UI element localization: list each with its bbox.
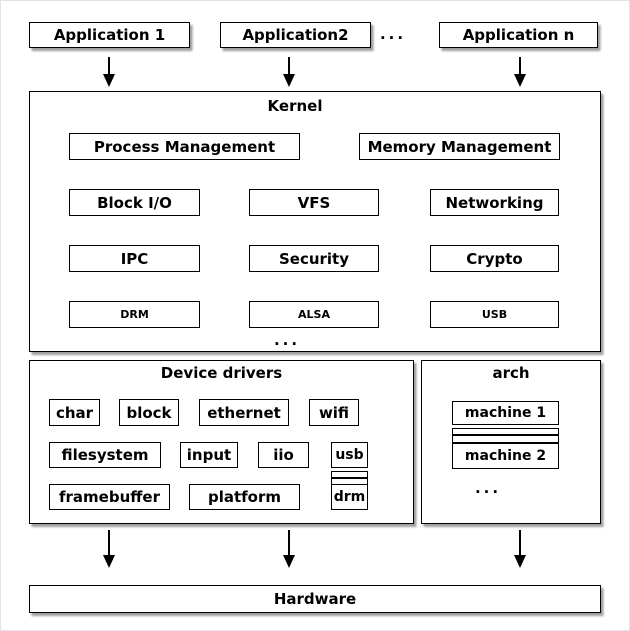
drm-subsystem-label: DRM bbox=[120, 308, 149, 321]
application-1-label: Application 1 bbox=[53, 26, 166, 44]
driver-stack-slat bbox=[331, 471, 368, 478]
arrow-stem bbox=[519, 57, 521, 74]
char-driver-label: char bbox=[55, 403, 94, 422]
arrow-stem bbox=[108, 57, 110, 74]
alsa-label: ALSA bbox=[298, 308, 330, 321]
drm-driver-box: drm bbox=[331, 484, 368, 510]
arch-ellipsis: ... bbox=[474, 479, 502, 497]
arrow-head-icon bbox=[103, 555, 115, 568]
usb-driver-box: usb bbox=[331, 442, 368, 468]
application-2-box: Application2 bbox=[220, 22, 371, 48]
ethernet-driver-label: ethernet bbox=[207, 403, 281, 422]
machine-1-label: machine 1 bbox=[464, 405, 547, 421]
filesystem-driver-box: filesystem bbox=[49, 442, 161, 468]
arrow-stem bbox=[288, 57, 290, 74]
machine-stack-slat bbox=[452, 435, 559, 443]
application-n-label: Application n bbox=[462, 26, 575, 44]
wifi-driver-box: wifi bbox=[309, 399, 359, 426]
security-box: Security bbox=[249, 245, 379, 272]
crypto-label: Crypto bbox=[466, 249, 523, 268]
usb-subsystem-box: USB bbox=[430, 301, 559, 328]
platform-driver-label: platform bbox=[207, 488, 282, 506]
kernel-title: Kernel bbox=[267, 97, 323, 115]
block-driver-label: block bbox=[126, 403, 172, 422]
drm-subsystem-box: DRM bbox=[69, 301, 200, 328]
security-label: Security bbox=[278, 249, 350, 268]
block-io-label: Block I/O bbox=[97, 193, 172, 212]
application-2-label: Application2 bbox=[242, 26, 349, 44]
arrow-head-icon bbox=[514, 555, 526, 568]
arrow-head-icon bbox=[283, 74, 295, 87]
networking-box: Networking bbox=[430, 189, 559, 216]
application-1-box: Application 1 bbox=[29, 22, 190, 48]
process-management-box: Process Management bbox=[69, 133, 300, 160]
networking-label: Networking bbox=[445, 193, 544, 212]
device-drivers-title: Device drivers bbox=[160, 364, 283, 382]
input-driver-box: input bbox=[180, 442, 238, 468]
memory-management-box: Memory Management bbox=[359, 133, 560, 160]
ipc-label: IPC bbox=[120, 249, 149, 268]
arrow-head-icon bbox=[103, 74, 115, 87]
kernel-ellipsis: ... bbox=[273, 331, 301, 349]
machine-1-box: machine 1 bbox=[452, 401, 559, 425]
hardware-label: Hardware bbox=[273, 590, 357, 608]
machine-stack-slat bbox=[452, 428, 559, 435]
usb-driver-label: usb bbox=[335, 447, 364, 463]
arrow-stem bbox=[519, 530, 521, 555]
hardware-box: Hardware bbox=[29, 585, 601, 613]
application-n-box: Application n bbox=[439, 22, 598, 48]
arrow-head-icon bbox=[514, 74, 526, 87]
char-driver-box: char bbox=[49, 399, 100, 426]
iio-driver-box: iio bbox=[258, 442, 309, 468]
platform-driver-box: platform bbox=[189, 484, 300, 510]
block-driver-box: block bbox=[119, 399, 179, 426]
applications-ellipsis: ... bbox=[379, 25, 407, 43]
vfs-box: VFS bbox=[249, 189, 379, 216]
crypto-box: Crypto bbox=[430, 245, 559, 272]
block-io-box: Block I/O bbox=[69, 189, 200, 216]
arrow-stem bbox=[288, 530, 290, 555]
ethernet-driver-box: ethernet bbox=[199, 399, 289, 426]
machine-2-box: machine 2 bbox=[452, 443, 559, 469]
ipc-box: IPC bbox=[69, 245, 200, 272]
machine-2-label: machine 2 bbox=[464, 448, 547, 464]
framebuffer-driver-box: framebuffer bbox=[49, 484, 170, 510]
drm-driver-label: drm bbox=[333, 489, 366, 505]
iio-driver-label: iio bbox=[273, 446, 294, 464]
alsa-box: ALSA bbox=[249, 301, 379, 328]
process-management-label: Process Management bbox=[93, 137, 276, 156]
vfs-label: VFS bbox=[297, 193, 331, 212]
memory-management-label: Memory Management bbox=[367, 137, 552, 156]
wifi-driver-label: wifi bbox=[318, 403, 350, 422]
filesystem-driver-label: filesystem bbox=[61, 446, 149, 464]
arch-title: arch bbox=[492, 364, 530, 382]
framebuffer-driver-label: framebuffer bbox=[59, 488, 160, 506]
arrow-stem bbox=[108, 530, 110, 555]
arrow-head-icon bbox=[283, 555, 295, 568]
usb-subsystem-label: USB bbox=[481, 308, 508, 321]
input-driver-label: input bbox=[186, 446, 232, 464]
